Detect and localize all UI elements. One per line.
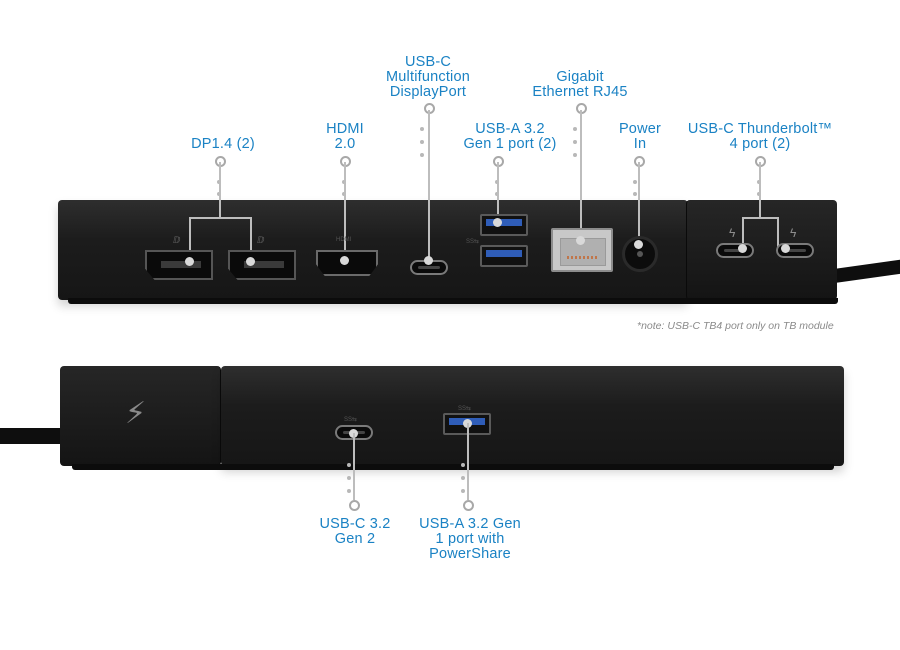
- thunderbolt-module-bottom: [60, 366, 221, 466]
- leader-dot: [633, 192, 637, 196]
- leader-dot: [633, 180, 637, 184]
- usbc-ss-marking: SS⇆: [344, 417, 358, 423]
- leader-dot: [573, 153, 577, 157]
- leader-dot: [573, 140, 577, 144]
- thunderbolt-icon: ϟ: [790, 226, 797, 240]
- displayport-port-1: [145, 250, 213, 280]
- leader-line-power: [638, 162, 640, 244]
- thunderbolt-module-top: [686, 200, 837, 300]
- leader-end-dp2: [246, 257, 255, 266]
- ethernet-rj45-port: [551, 228, 613, 272]
- leader-line-ethernet: [580, 110, 582, 240]
- cable-left: [0, 428, 70, 444]
- leader-line-usbc-gen2: [353, 433, 355, 500]
- usba-ss-marking: SS⇆: [458, 406, 472, 412]
- leader-ring-usba-powershare: [463, 500, 474, 511]
- usba-port-2: [480, 245, 528, 267]
- label-usbc-multifunction: USB-C Multifunction DisplayPort: [386, 54, 470, 100]
- leader-end-dp1: [185, 257, 194, 266]
- tb4-module-note: *note: USB-C TB4 port only on TB module: [637, 320, 834, 332]
- usba-ss-marking: SS⇆: [466, 239, 480, 245]
- leader-end-tb2: [781, 244, 790, 253]
- leader-dot: [461, 489, 465, 493]
- leader-end-ethernet: [576, 236, 585, 245]
- dp-port-1-marking: ⅅ: [173, 235, 181, 245]
- leader-dot: [347, 489, 351, 493]
- label-usbc-gen2: USB-C 3.2 Gen 2: [319, 516, 391, 547]
- thunderbolt-icon: ⚡: [125, 397, 147, 430]
- dock-base-bottom: [72, 464, 834, 470]
- hdmi-marking: HDMI: [336, 237, 352, 243]
- dp-port-2-marking: ⅅ: [257, 235, 265, 245]
- label-dp: DP1.4 (2): [191, 136, 255, 152]
- leader-line-dp2: [250, 217, 252, 261]
- leader-end-usba: [493, 218, 502, 227]
- cable-right: [829, 258, 900, 284]
- leader-line-dp-split: [189, 217, 251, 219]
- leader-line-dp1: [189, 217, 191, 261]
- label-thunderbolt: USB-C Thunderbolt™ 4 port (2): [687, 121, 833, 152]
- label-hdmi: HDMI 2.0: [326, 121, 364, 152]
- dock-base-top: [68, 298, 838, 304]
- leader-end-tb1: [738, 244, 747, 253]
- leader-ring-usbc-gen2: [349, 500, 360, 511]
- label-usba-powershare: USB-A 3.2 Gen 1 port with PowerShare: [419, 516, 521, 562]
- leader-dot: [461, 476, 465, 480]
- leader-line-tb1: [742, 217, 744, 247]
- leader-dot: [573, 127, 577, 131]
- usba-port-1: [480, 214, 528, 236]
- label-usba: USB-A 3.2 Gen 1 port (2): [463, 121, 557, 152]
- dock-body-bottom: [221, 366, 844, 466]
- leader-end-power: [634, 240, 643, 249]
- thunderbolt-icon: ϟ: [729, 226, 736, 240]
- leader-line-usba: [497, 162, 499, 222]
- leader-line-tb2: [777, 217, 779, 247]
- leader-line-hdmi: [344, 162, 346, 258]
- thunderbolt-port-1: [716, 243, 754, 258]
- leader-dot: [420, 127, 424, 131]
- leader-dot: [347, 476, 351, 480]
- leader-end-hdmi: [340, 256, 349, 265]
- leader-line-usbc: [428, 110, 430, 260]
- displayport-port-2: [228, 250, 296, 280]
- leader-dot: [420, 153, 424, 157]
- label-ethernet: Gigabit Ethernet RJ45: [532, 69, 628, 100]
- leader-dot: [347, 463, 351, 467]
- leader-line-dp: [219, 162, 221, 218]
- leader-line-usba-powershare: [467, 423, 469, 500]
- leader-line-tb: [759, 162, 761, 218]
- leader-dot: [461, 463, 465, 467]
- label-power: Power In: [618, 121, 662, 152]
- leader-end-usbc: [424, 256, 433, 265]
- leader-dot: [420, 140, 424, 144]
- leader-line-tb-split: [742, 217, 778, 219]
